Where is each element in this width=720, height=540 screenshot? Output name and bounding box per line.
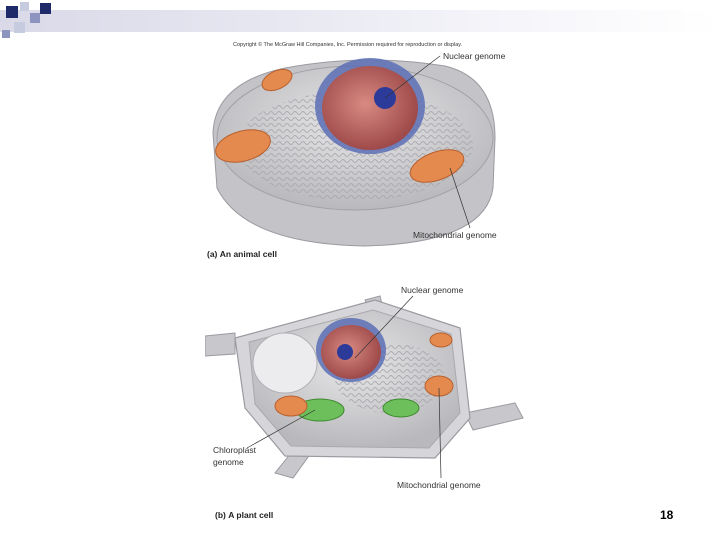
mito-genome-label-b: Mitochondrial genome [397,480,481,490]
deco-square [20,2,29,11]
mito-genome-label-a: Mitochondrial genome [413,230,497,240]
caption-letter: (b) [215,510,226,520]
chloro-genome-pointer [246,409,316,449]
nuclear-genome-label-b: Nuclear genome [401,285,464,295]
cell-illustration [205,55,524,479]
deco-square [14,22,25,33]
plant-vacuole [252,332,318,394]
deco-square [30,13,40,23]
plant-cell [205,295,524,479]
caption-text: An animal cell [219,249,277,259]
page-number: 18 [660,508,674,522]
deco-square [40,3,51,14]
animal-mitochondrion [215,129,271,163]
copyright-notice: Copyright © The McGraw Hill Companies, I… [233,42,463,48]
caption-letter: (a) [207,249,218,259]
chloroplast-genome-label-line1: Chloroplast [213,445,256,455]
title-decoration [0,0,720,44]
animal-cell [212,55,496,247]
title-band [0,10,720,32]
chloroplast-genome-label-line2: genome [213,457,244,467]
deco-square [6,6,18,18]
plant-cell-wall-extension [205,332,236,357]
deco-square [2,30,10,38]
plant-mitochondrion [429,332,453,348]
cell-figure: Copyright © The McGraw Hill Companies, I… [205,38,525,528]
plant-mitochondrion [274,395,308,417]
plant-cell-wall-extension [464,402,524,431]
mito-genome-pointer-a [449,167,471,229]
nuclear-genome-pointer-a [384,55,441,99]
plant-chloroplast [382,398,420,418]
caption-animal-cell: (a) An animal cell [207,249,277,259]
caption-plant-cell: (b) A plant cell [215,510,273,520]
nuclear-genome-label-a: Nuclear genome [443,51,506,61]
mito-genome-pointer-b [438,387,442,479]
animal-mitochondrion [409,149,465,183]
nuclear-genome-pointer-b [354,295,414,359]
animal-nucleus [322,66,418,150]
plant-nucleolus [337,344,353,360]
animal-mitochondrion [261,68,293,92]
caption-text: A plant cell [228,510,274,520]
